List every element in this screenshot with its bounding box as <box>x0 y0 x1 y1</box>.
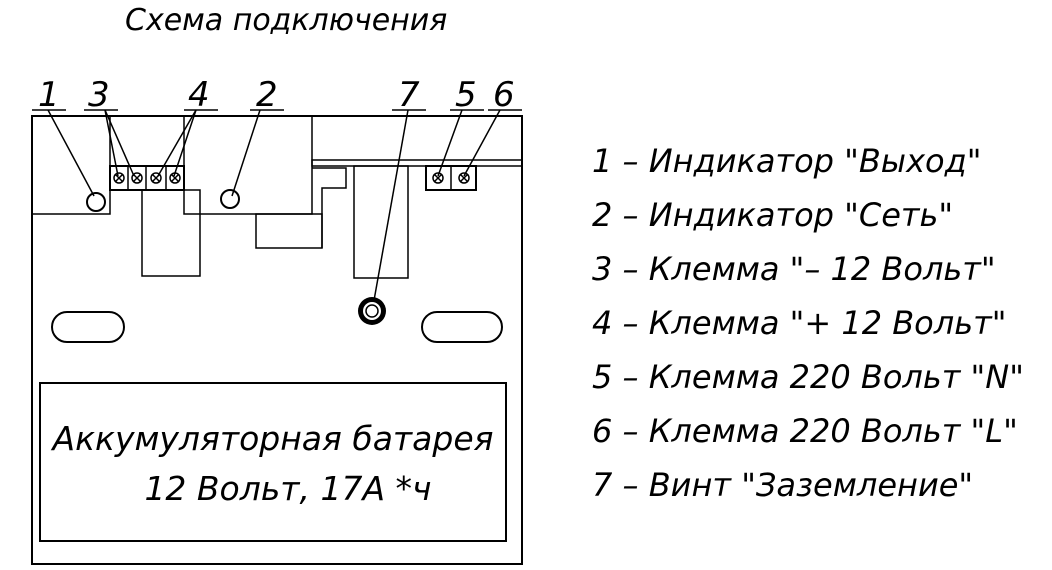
diagram-title: Схема подключения <box>125 3 447 38</box>
legend: 1 – Индикатор "Выход" 2 – Индикатор "Сет… <box>592 142 1024 504</box>
internal-blocks <box>31 115 523 279</box>
terminal-block-12v-icon <box>109 165 185 191</box>
callout-3: 3 <box>88 75 110 115</box>
legend-item-3: 3 – Клемма "– 12 Вольт" <box>592 250 996 288</box>
legend-item-1: 1 – Индикатор "Выход" <box>592 142 981 180</box>
ground-screw-icon <box>358 297 386 325</box>
callout-2: 2 <box>256 75 278 115</box>
output-indicator-icon <box>86 192 106 212</box>
legend-item-2: 2 – Индикатор "Сеть" <box>592 196 953 234</box>
battery-label-line1: Аккумуляторная батарея <box>51 419 494 458</box>
network-indicator-icon <box>220 189 240 209</box>
callout-4: 4 <box>188 75 210 115</box>
callout-6: 6 <box>493 75 515 115</box>
legend-item-7: 7 – Винт "Заземление" <box>592 466 973 504</box>
callout-7: 7 <box>398 75 420 115</box>
legend-item-4: 4 – Клемма "+ 12 Вольт" <box>592 304 1006 342</box>
mounting-slot-left <box>51 311 125 343</box>
legend-item-5: 5 – Клемма 220 Вольт "N" <box>592 358 1024 396</box>
battery-label-line2: 12 Вольт, 17А *ч <box>144 469 431 508</box>
callout-5: 5 <box>455 75 477 115</box>
callout-1: 1 <box>38 75 60 115</box>
legend-item-6: 6 – Клемма 220 Вольт "L" <box>592 412 1018 450</box>
leader-lines <box>47 109 501 307</box>
terminal-block-220v-icon <box>425 165 477 191</box>
mounting-slot-right <box>421 311 503 343</box>
battery-compartment <box>39 382 507 542</box>
